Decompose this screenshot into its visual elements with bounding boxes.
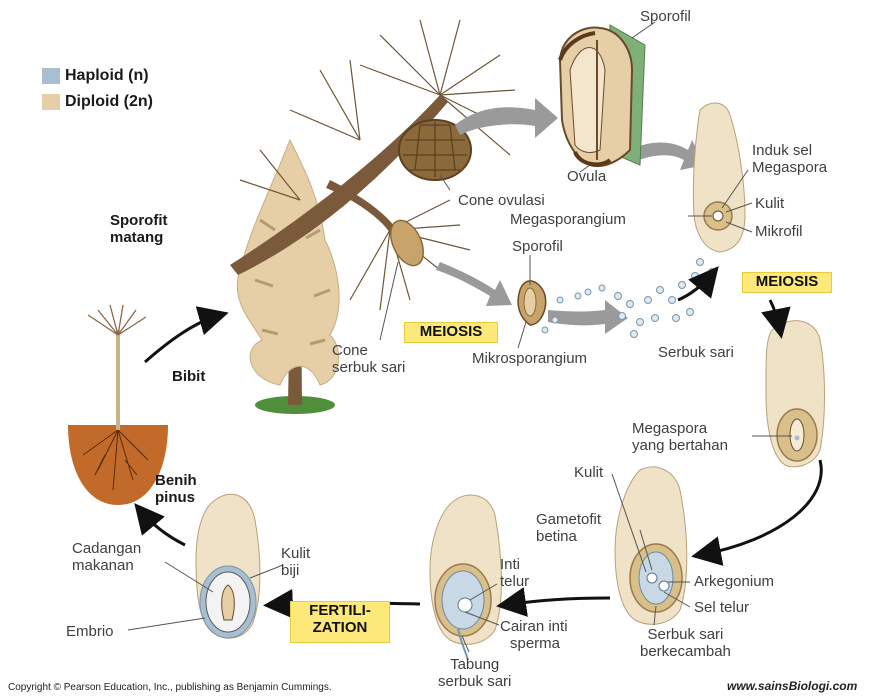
pine-seed [196, 494, 260, 638]
label-megasporangium: Megasporangium [510, 211, 626, 228]
label-kulit-top: Kulit [755, 195, 784, 212]
label-sporofil-mid: Sporofil [512, 238, 563, 255]
label-embrio: Embrio [66, 623, 114, 640]
label-cone-ovulasi: Cone ovulasi [458, 192, 545, 209]
cone-scale-section [560, 25, 645, 166]
copyright-footer: Copyright © Pearson Education, Inc., pub… [8, 682, 332, 693]
meiosis-right-box: MEIOSIS [742, 272, 832, 293]
haploid-legend-label: Haploid (n) [65, 67, 149, 85]
label-sporofil-top: Sporofil [640, 8, 691, 25]
label-mikrofil: Mikrofil [755, 223, 803, 240]
ovule-megaspore [766, 321, 825, 467]
label-serbuk-sari: Serbuk sari [658, 344, 734, 361]
haploid-swatch [42, 68, 60, 84]
website-footer: www.sainsBiologi.com [727, 679, 857, 693]
fertilization-box: FERTILI-ZATION [290, 601, 390, 643]
label-arkegonium: Arkegonium [694, 573, 774, 590]
mature-sporophyte-tree [237, 140, 339, 414]
diploid-legend-label: Diploid (2n) [65, 93, 153, 111]
ovule-fertilization [430, 495, 501, 660]
label-ovula: Ovula [567, 168, 606, 185]
ovule-top [693, 103, 745, 252]
microsporophyll [518, 281, 546, 325]
ovule-gametophyte [615, 467, 687, 624]
seedling [68, 305, 168, 505]
label-kulit-mid: Kulit [574, 464, 603, 481]
label-bibit: Bibit [172, 368, 205, 385]
meiosis-left-box: MEIOSIS [404, 322, 498, 343]
pollen-grains [542, 259, 716, 338]
label-sel-telur: Sel telur [694, 599, 749, 616]
label-mikrosporangium: Mikrosporangium [472, 350, 587, 367]
diploid-swatch [42, 94, 60, 110]
